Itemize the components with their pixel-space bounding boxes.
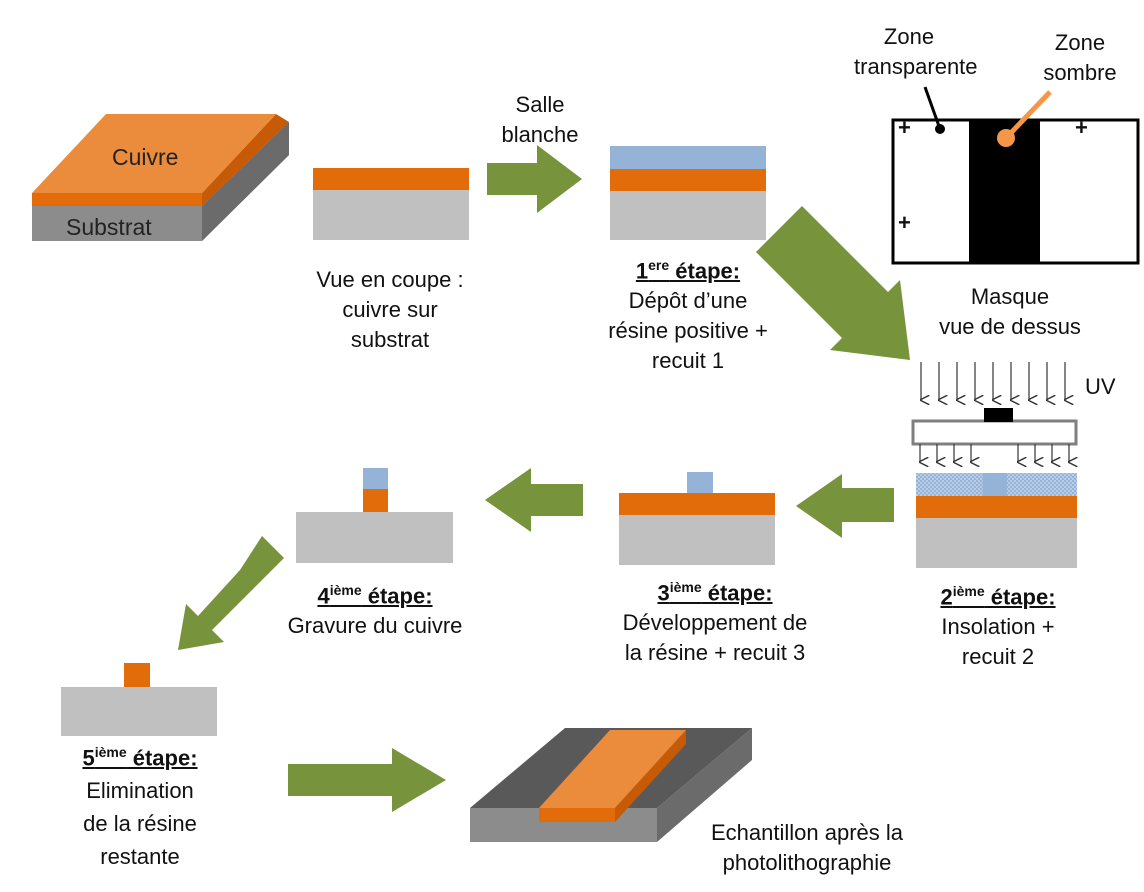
final-caption-line: Echantillon après la	[710, 820, 903, 845]
cross-section-step1	[610, 146, 766, 240]
step3-desc-line: la résine + recuit 3	[624, 640, 806, 666]
step4-title: 4ième étape:	[317, 582, 433, 609]
cleanroom-line: Salle	[515, 92, 565, 117]
dark-zone-line: sombre	[1043, 60, 1117, 85]
step2-desc-line: Insolation +	[941, 614, 1055, 640]
uv-rays	[921, 362, 1065, 400]
step1-desc-line: recuit 1	[651, 348, 725, 374]
final-caption-line: photolithographie	[722, 850, 892, 875]
step5-desc-line: de la résine	[83, 811, 197, 837]
dark-pointer	[1004, 90, 1052, 140]
step1-desc-line: résine positive +	[608, 318, 768, 344]
caption-line: cuivre sur	[342, 297, 438, 322]
step1-title: 1ere étape:	[635, 257, 741, 284]
cross-section-step4	[296, 468, 453, 563]
mask-top-view	[891, 86, 1140, 265]
arrow-diagonal-to-step5	[178, 536, 284, 650]
mask-caption-line: Masque	[970, 284, 1050, 309]
transparent-pointer	[923, 86, 942, 130]
substrate-right	[202, 122, 289, 241]
mask-plus-1: +	[898, 115, 911, 140]
substrate-label: Substrat	[66, 214, 152, 240]
arrow-cleanroom	[487, 145, 582, 213]
step5-desc-line: Elimination	[86, 778, 194, 804]
transparent-zone-line: Zone	[883, 24, 935, 49]
cleanroom-line: blanche	[501, 122, 579, 147]
copper-label: Cuivre	[112, 144, 179, 170]
step2-desc-line: recuit 2	[961, 644, 1035, 670]
mask-caption: Masque vue de dessus	[905, 282, 1115, 342]
step1-caption: 1ere étape: Dépôt d’une résine positive …	[570, 250, 806, 376]
step1-desc-line: Dépôt d’une	[628, 288, 748, 314]
step4-desc-line: Gravure du cuivre	[287, 613, 463, 639]
final-sample-3d	[470, 728, 752, 842]
step2-caption: 2ième étape: Insolation + recuit 2	[898, 576, 1098, 672]
dark-zone-line: Zone	[1054, 30, 1106, 55]
cross-section-step3	[619, 472, 775, 565]
mask-plus-2: +	[1075, 115, 1088, 140]
transparent-zone-label: Zone transparente	[854, 22, 978, 82]
copper-front	[32, 193, 202, 206]
arrow-step3-to-step4	[485, 468, 583, 532]
step4-caption: 4ième étape: Gravure du cuivre	[265, 575, 485, 641]
step5-title: 5ième étape:	[82, 744, 198, 771]
copper-top	[32, 114, 276, 193]
step3-caption: 3ième étape: Développement de la résine …	[585, 572, 845, 668]
copper-substrate-block-3d	[32, 114, 289, 241]
substrate-front	[32, 206, 202, 241]
cross-section-step2	[916, 473, 1077, 568]
arrow-to-final	[288, 748, 446, 812]
step5-desc-line: restante	[100, 844, 180, 870]
arrow-step2-to-step3	[796, 474, 894, 538]
final-caption: Echantillon après la photolithographie	[672, 818, 942, 878]
cross-section-step5	[61, 663, 217, 736]
copper-right	[202, 114, 289, 206]
step2-title: 2ième étape:	[940, 583, 1056, 610]
uv-label: UV	[1085, 374, 1116, 399]
step5-caption: 5ième étape: Elimination de la résine re…	[40, 736, 240, 873]
mask-side-view	[911, 408, 1078, 446]
mask-caption-line: vue de dessus	[939, 314, 1081, 339]
dark-zone-label: Zone sombre	[1035, 28, 1125, 88]
step3-title: 3ième étape:	[657, 579, 773, 606]
step3-desc-line: Développement de	[622, 610, 808, 636]
caption-line: substrat	[350, 327, 430, 352]
cleanroom-label: Salle blanche	[470, 90, 610, 150]
arrow-diagonal-to-step2	[756, 206, 910, 360]
cross-section-initial	[313, 168, 469, 240]
uv-rays-through-mask	[920, 444, 1069, 462]
caption-line: Vue en coupe :	[316, 267, 464, 292]
cross-section-caption: Vue en coupe : cuivre sur substrat	[270, 265, 510, 355]
mask-plus-3: +	[898, 210, 911, 235]
transparent-zone-line: transparente	[854, 54, 978, 79]
